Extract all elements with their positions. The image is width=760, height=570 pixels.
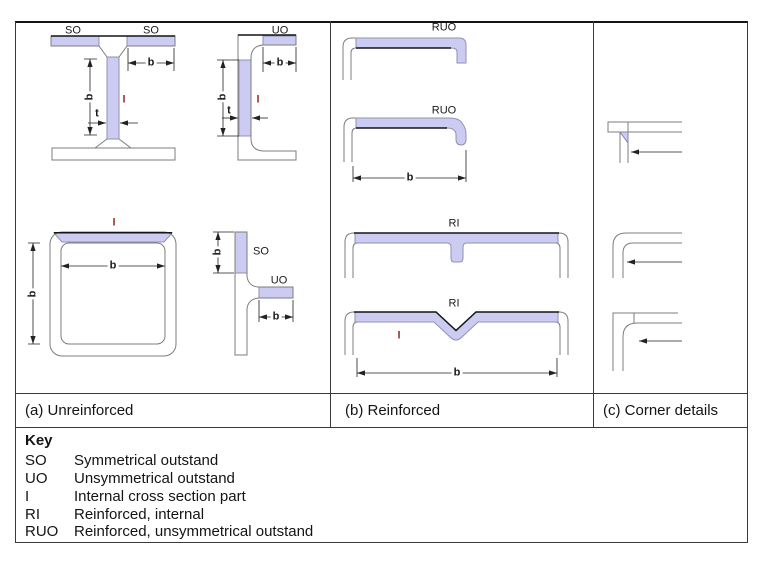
key-abbr-i: I [25, 488, 30, 505]
caption-row-top-border [15, 393, 747, 394]
corner-detail-1 [607, 121, 682, 163]
key-desc-ri: Reinforced, internal [74, 506, 205, 523]
caption-b: (b) Reinforced [345, 402, 441, 419]
label-fig2-b-web: b [216, 91, 229, 103]
ruo-curved-lip-drawing [343, 117, 467, 182]
key-desc-so: Symmetrical outstand [74, 452, 219, 469]
key-abbr-so: SO [25, 452, 47, 469]
label-fig2-internal: I [256, 93, 260, 106]
label-fig8-ri: RI [448, 297, 460, 310]
corner-detail-3 [612, 312, 682, 371]
label-fig1-b-flange: b [145, 56, 157, 69]
label-fig4-b-outstand: b [211, 246, 224, 258]
ri-rib-drawing [344, 232, 569, 278]
label-fig1-so-left: SO [65, 24, 81, 37]
key-abbr-uo: UO [25, 470, 48, 487]
label-fig6-b: b [404, 171, 416, 184]
label-fig4-uo: UO [270, 274, 288, 287]
ruo-sharp-lip-drawing [342, 37, 467, 80]
label-fig6-ruo: RUO [431, 104, 457, 117]
label-fig1-internal: I [122, 93, 126, 106]
label-fig1-b-web: b [83, 91, 96, 103]
label-fig4-b-flange: b [270, 310, 282, 323]
label-fig3-internal: I [112, 216, 116, 229]
key-desc-i: Internal cross section part [74, 488, 246, 505]
key-title: Key [25, 432, 53, 449]
column-divider-ab [330, 21, 331, 427]
label-fig8-internal: I [397, 329, 401, 342]
caption-c: (c) Corner details [603, 402, 719, 419]
key-abbr-ruo: RUO [25, 523, 59, 540]
key-row-top-border [15, 427, 747, 428]
label-fig3-b-height: b [26, 288, 39, 300]
label-fig3-b-width: b [107, 259, 119, 272]
label-fig7-ri: RI [448, 217, 460, 230]
label-fig1-so-right: SO [143, 24, 159, 37]
hollow-section-drawing [28, 231, 177, 357]
corner-detail-2 [612, 232, 682, 278]
label-fig2-t: t [227, 104, 231, 117]
label-fig1-t: t [95, 107, 99, 120]
label-fig5-ruo: RUO [431, 21, 457, 34]
label-fig4-so: SO [253, 245, 269, 258]
column-divider-bc [593, 21, 594, 427]
label-fig2-uo: UO [271, 24, 289, 37]
figure-border [15, 21, 748, 543]
caption-a: (a) Unreinforced [25, 402, 134, 419]
label-fig2-b-flange: b [274, 56, 286, 69]
key-desc-uo: Unsymmetrical outstand [74, 470, 235, 487]
angle-section-drawing [213, 231, 294, 356]
label-fig8-b: b [451, 366, 463, 379]
channel-section-drawing [217, 34, 297, 161]
key-desc-ruo: Reinforced, unsymmetrical outstand [74, 523, 314, 540]
key-abbr-ri: RI [25, 506, 40, 523]
